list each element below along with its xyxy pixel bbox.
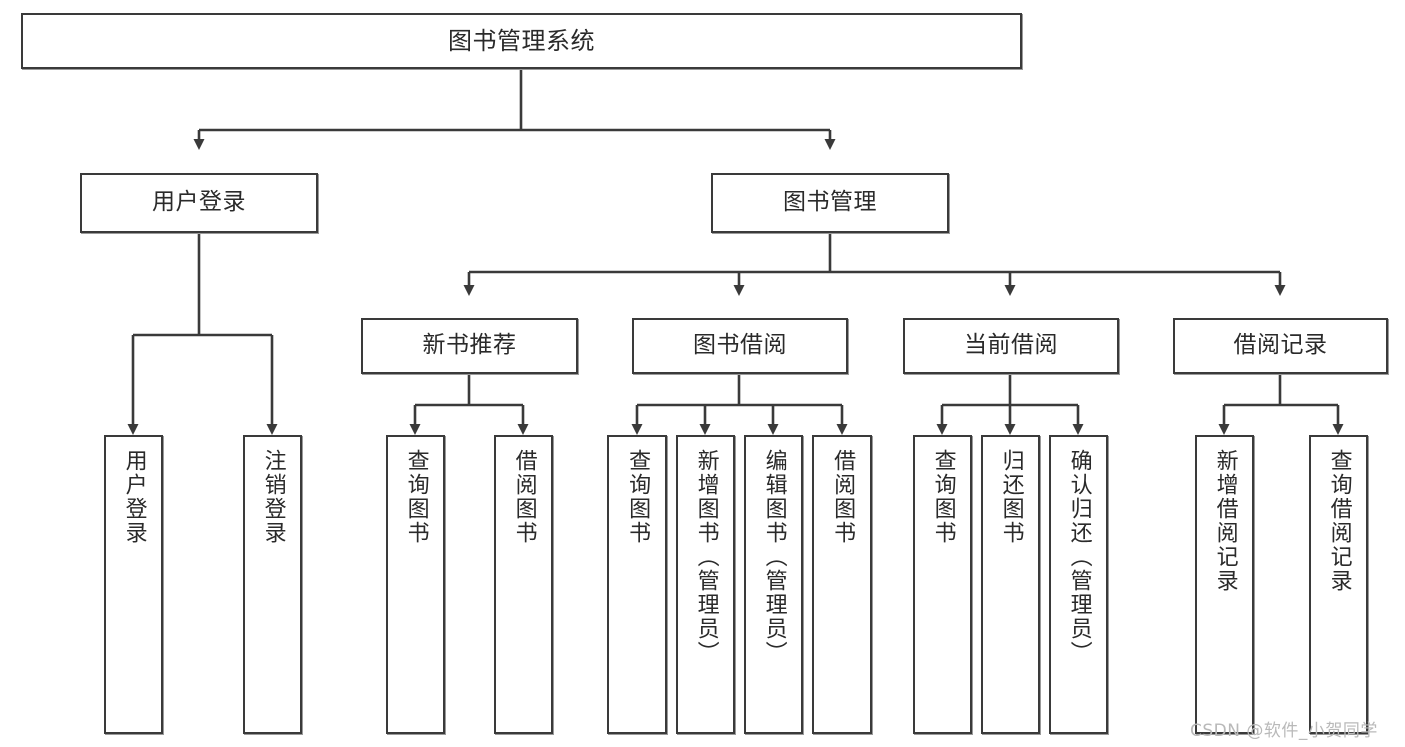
node-leaf-borrow-book-1-label: 借阅图书 — [511, 449, 537, 545]
node-leaf-query-record-label: 查询借阅记录 — [1326, 449, 1352, 593]
node-book-management[interactable]: 图书管理 — [711, 173, 949, 233]
node-borrow-record[interactable]: 借阅记录 — [1173, 318, 1388, 374]
node-book-management-label: 图书管理 — [783, 189, 877, 216]
node-new-book-recommend[interactable]: 新书推荐 — [361, 318, 578, 374]
node-leaf-query-book-1-label: 查询图书 — [403, 449, 429, 545]
node-leaf-add-book[interactable]: 新增图书（管理员） — [676, 435, 735, 734]
node-leaf-borrow-book-1[interactable]: 借阅图书 — [494, 435, 553, 734]
node-leaf-edit-book[interactable]: 编辑图书（管理员） — [744, 435, 803, 734]
node-leaf-logout-login-label: 注销登录 — [260, 449, 286, 545]
node-root[interactable]: 图书管理系统 — [21, 13, 1022, 69]
node-leaf-query-book-3[interactable]: 查询图书 — [913, 435, 972, 734]
node-leaf-query-book-2[interactable]: 查询图书 — [607, 435, 667, 734]
node-user-login[interactable]: 用户登录 — [80, 173, 318, 233]
node-leaf-query-record[interactable]: 查询借阅记录 — [1309, 435, 1368, 734]
node-leaf-confirm-return[interactable]: 确认归还（管理员） — [1049, 435, 1108, 734]
node-leaf-user-login-label: 用户登录 — [121, 449, 147, 545]
node-leaf-add-record[interactable]: 新增借阅记录 — [1195, 435, 1254, 734]
csdn-watermark: CSDN @软件_小贺同学 — [1190, 721, 1378, 741]
node-leaf-add-book-label: 新增图书（管理员） — [693, 449, 719, 665]
node-leaf-confirm-return-label: 确认归还（管理员） — [1066, 449, 1092, 665]
node-current-borrow[interactable]: 当前借阅 — [903, 318, 1119, 374]
node-root-label: 图书管理系统 — [448, 26, 595, 55]
node-new-book-recommend-label: 新书推荐 — [422, 332, 517, 359]
node-book-borrow-label: 图书借阅 — [693, 332, 787, 359]
node-leaf-edit-book-label: 编辑图书（管理员） — [761, 449, 787, 665]
node-leaf-query-book-2-label: 查询图书 — [625, 449, 651, 545]
node-leaf-borrow-book-2-label: 借阅图书 — [830, 449, 856, 545]
node-leaf-query-book-3-label: 查询图书 — [930, 449, 956, 545]
node-borrow-record-label: 借阅记录 — [1233, 332, 1328, 359]
node-leaf-query-book-1[interactable]: 查询图书 — [386, 435, 445, 734]
node-current-borrow-label: 当前借阅 — [964, 332, 1058, 359]
node-leaf-return-book[interactable]: 归还图书 — [981, 435, 1040, 734]
node-leaf-return-book-label: 归还图书 — [998, 449, 1024, 545]
node-leaf-borrow-book-2[interactable]: 借阅图书 — [812, 435, 872, 734]
node-book-borrow[interactable]: 图书借阅 — [632, 318, 848, 374]
node-leaf-user-login[interactable]: 用户登录 — [104, 435, 163, 734]
node-leaf-add-record-label: 新增借阅记录 — [1212, 449, 1238, 593]
node-leaf-logout-login[interactable]: 注销登录 — [243, 435, 302, 734]
node-user-login-label: 用户登录 — [152, 189, 246, 216]
